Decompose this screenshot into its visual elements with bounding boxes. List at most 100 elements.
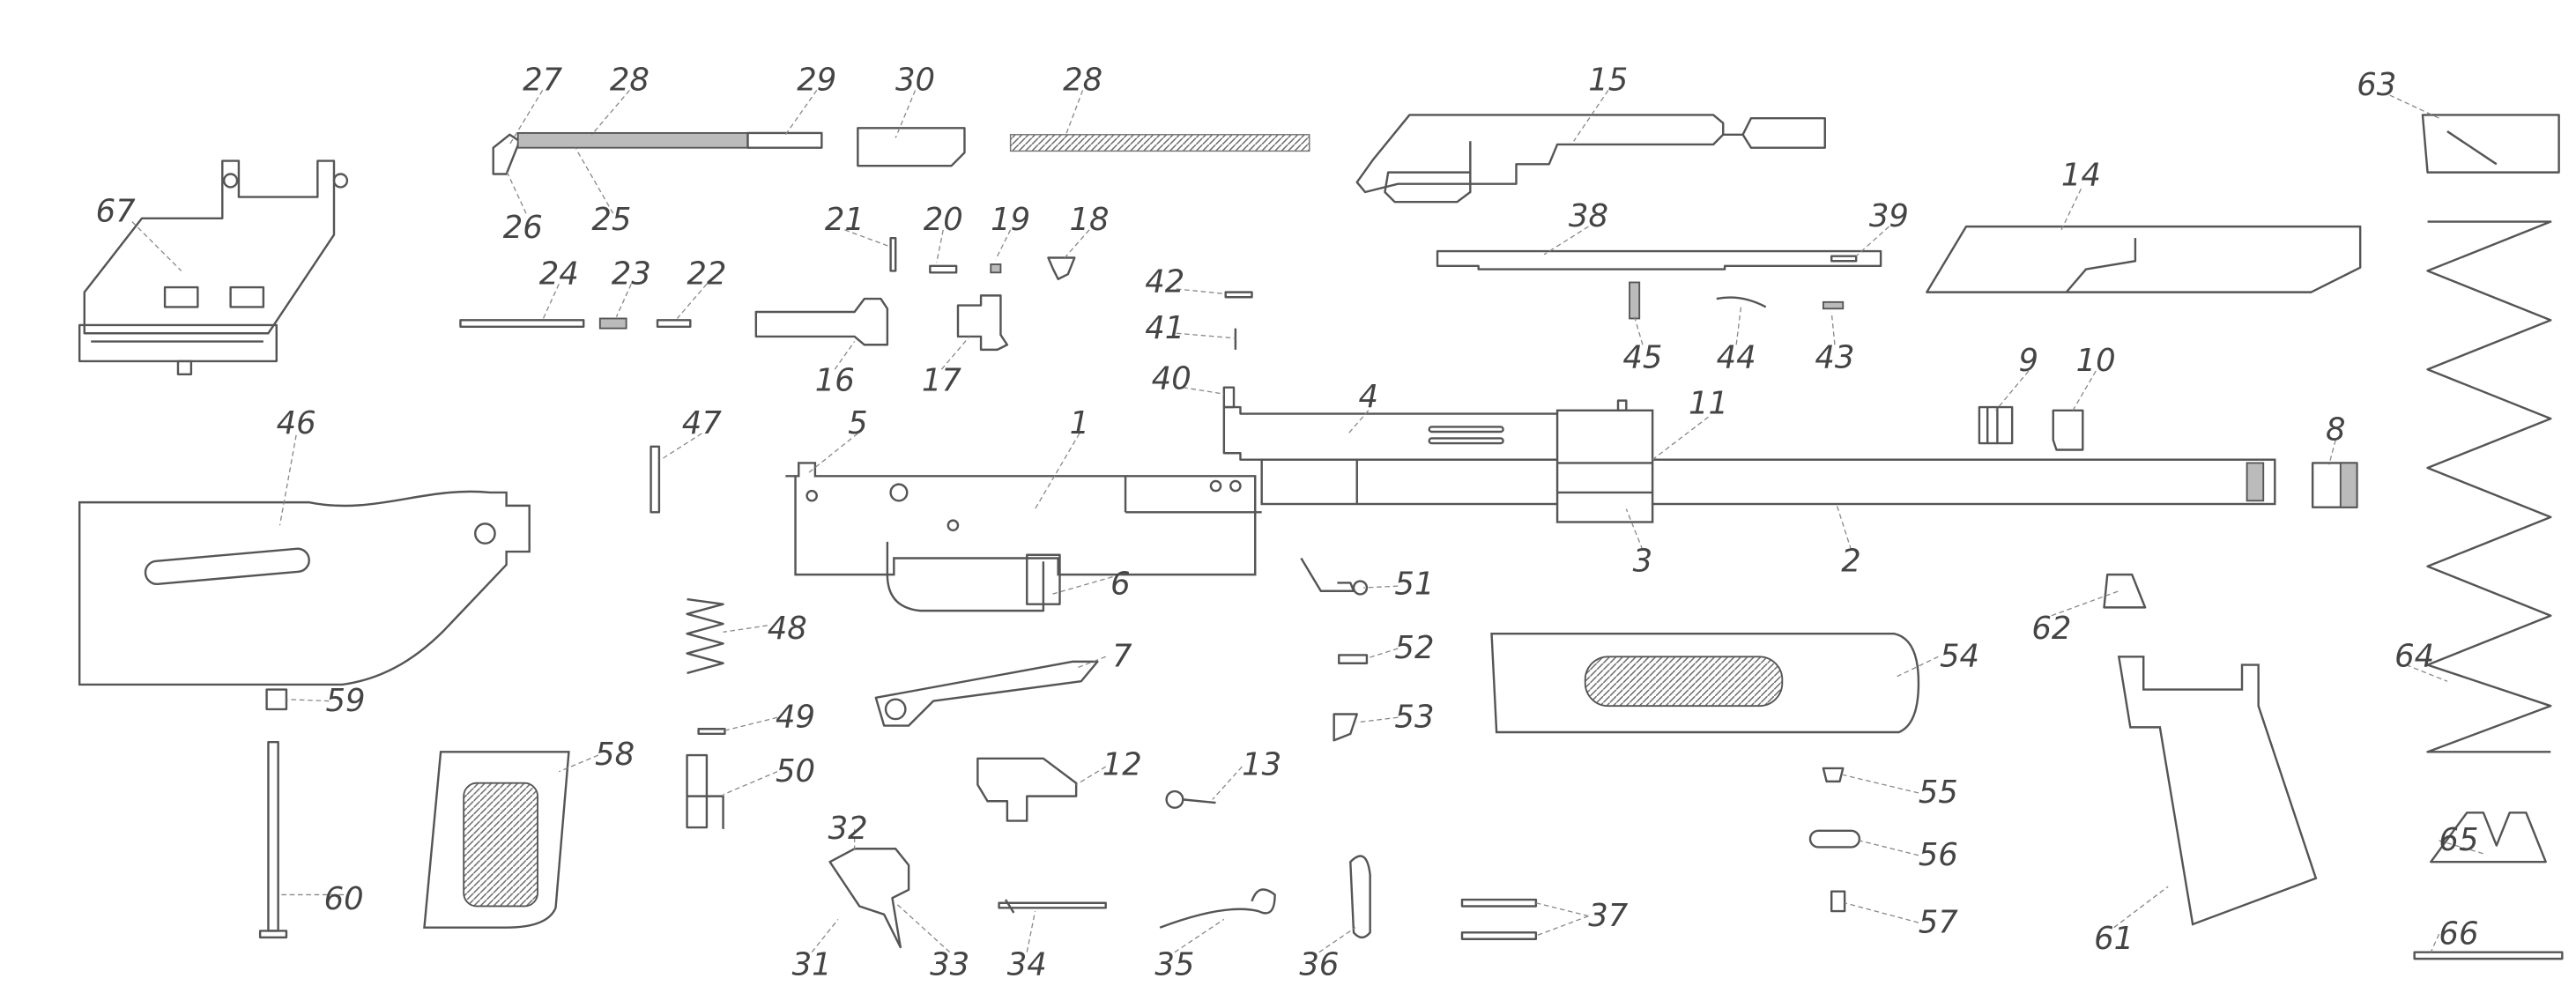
part-47-pin: [650, 445, 661, 514]
part-22-pin: [656, 319, 692, 328]
part-40-latch: [1222, 386, 1236, 409]
part-1-receiver: [785, 462, 1262, 612]
part-28-spring: [1009, 134, 1310, 152]
leader-lines: [131, 90, 2484, 953]
label: 17: [922, 362, 962, 398]
label: 64: [2394, 638, 2434, 674]
part-7-hammer: [874, 660, 1099, 727]
label: 14: [2061, 158, 2101, 194]
part-54-handguard: [1490, 632, 1920, 734]
part-43-spring: [1822, 300, 1845, 310]
part-67-scope-mount: [78, 159, 349, 376]
label: 45: [1622, 339, 1662, 375]
label: 12: [1102, 746, 1142, 782]
label: 25: [591, 202, 631, 238]
label: 31: [792, 947, 832, 983]
part-53-detent: [1333, 713, 1358, 742]
part-63-buttplate: [2421, 114, 2560, 174]
label: 39: [1869, 198, 1909, 234]
part-number-labels: 27 28 29 30 28 15 63 67 26 25 21 20 19 1…: [96, 62, 2479, 982]
label: 58: [595, 737, 635, 773]
part-32-31-33-trigger: [828, 848, 910, 949]
part-46-buttstock: [78, 490, 531, 686]
part-56-clip: [1808, 829, 1861, 849]
label: 55: [1919, 775, 1958, 811]
part-37-pins: [1460, 898, 1538, 940]
label: 49: [776, 699, 815, 735]
label: 13: [1242, 746, 1281, 782]
part-34-pin: [998, 899, 1107, 914]
part-51-spring: [1300, 557, 1369, 596]
part-12-disconnector: [976, 757, 1078, 822]
label: 3: [1633, 543, 1653, 579]
label: 30: [895, 62, 935, 98]
part-23-spring: [598, 317, 627, 330]
label: 20: [924, 202, 963, 238]
part-21-pin: [889, 236, 897, 272]
part-3-front-sight-block: [1555, 399, 1654, 523]
part-57-screw: [1830, 890, 1846, 913]
part-25-29-piston-assembly: [492, 131, 823, 175]
label: 29: [797, 62, 836, 98]
part-42-pin: [1224, 291, 1253, 299]
label: 9: [2019, 343, 2039, 379]
part-60-bolt: [258, 740, 288, 939]
part-45-spring: [1629, 281, 1641, 320]
label: 65: [2439, 822, 2478, 858]
label: 60: [324, 881, 364, 917]
part-50-latch: [686, 753, 724, 829]
label: 59: [326, 683, 366, 719]
part-17-bolt-head: [956, 294, 1009, 352]
label: 56: [1919, 837, 1958, 873]
label: 62: [2031, 611, 2071, 647]
label: 53: [1394, 699, 1434, 735]
label: 44: [1717, 339, 1756, 375]
part-65-follower: [2430, 812, 2547, 863]
part-13-spring: [1165, 789, 1216, 809]
label: 7: [1112, 638, 1132, 674]
part-2-barrel: [1260, 458, 2276, 506]
label: 47: [682, 405, 723, 441]
label: 36: [1299, 947, 1339, 983]
label: 66: [2439, 915, 2478, 952]
label: 61: [2094, 921, 2134, 957]
label: 48: [768, 611, 807, 647]
part-4-gas-tube: [1222, 405, 1563, 461]
part-20-pin: [929, 264, 958, 274]
label: 33: [930, 947, 969, 983]
part-49-pin: [697, 728, 726, 736]
label: 51: [1394, 566, 1434, 602]
part-16-bolt: [754, 297, 889, 346]
part-59-nut: [265, 688, 288, 711]
part-38-guide-rod: [1436, 249, 1882, 271]
label: 21: [825, 202, 865, 238]
label: 63: [2357, 67, 2396, 103]
part-62-clip: [2103, 573, 2147, 609]
label: 52: [1394, 630, 1434, 666]
label: 1: [1070, 405, 1090, 441]
label: 6: [1110, 566, 1131, 602]
label: 28: [1063, 62, 1102, 98]
part-14-dust-cover: [1926, 225, 2362, 293]
label: 38: [1569, 198, 1608, 234]
part-64-recoil-spring: [2426, 220, 2552, 753]
label: 42: [1145, 264, 1184, 300]
part-66-plate: [2413, 951, 2564, 960]
label: 54: [1940, 638, 1979, 674]
label: 2: [1841, 543, 1861, 579]
label: 8: [2326, 411, 2346, 448]
label: 10: [2076, 343, 2116, 379]
part-9-gas-ring: [1978, 405, 2014, 445]
label: 35: [1154, 947, 1194, 983]
part-18-extractor: [1047, 256, 1076, 280]
label: 67: [96, 194, 137, 230]
label: 5: [848, 405, 868, 441]
label: 57: [1919, 904, 1959, 940]
label: 24: [539, 256, 579, 292]
label: 43: [1815, 339, 1854, 375]
label: 34: [1007, 947, 1047, 983]
part-61-magazine: [2117, 656, 2318, 926]
label: 40: [1152, 361, 1191, 397]
label: 15: [1588, 62, 1628, 98]
